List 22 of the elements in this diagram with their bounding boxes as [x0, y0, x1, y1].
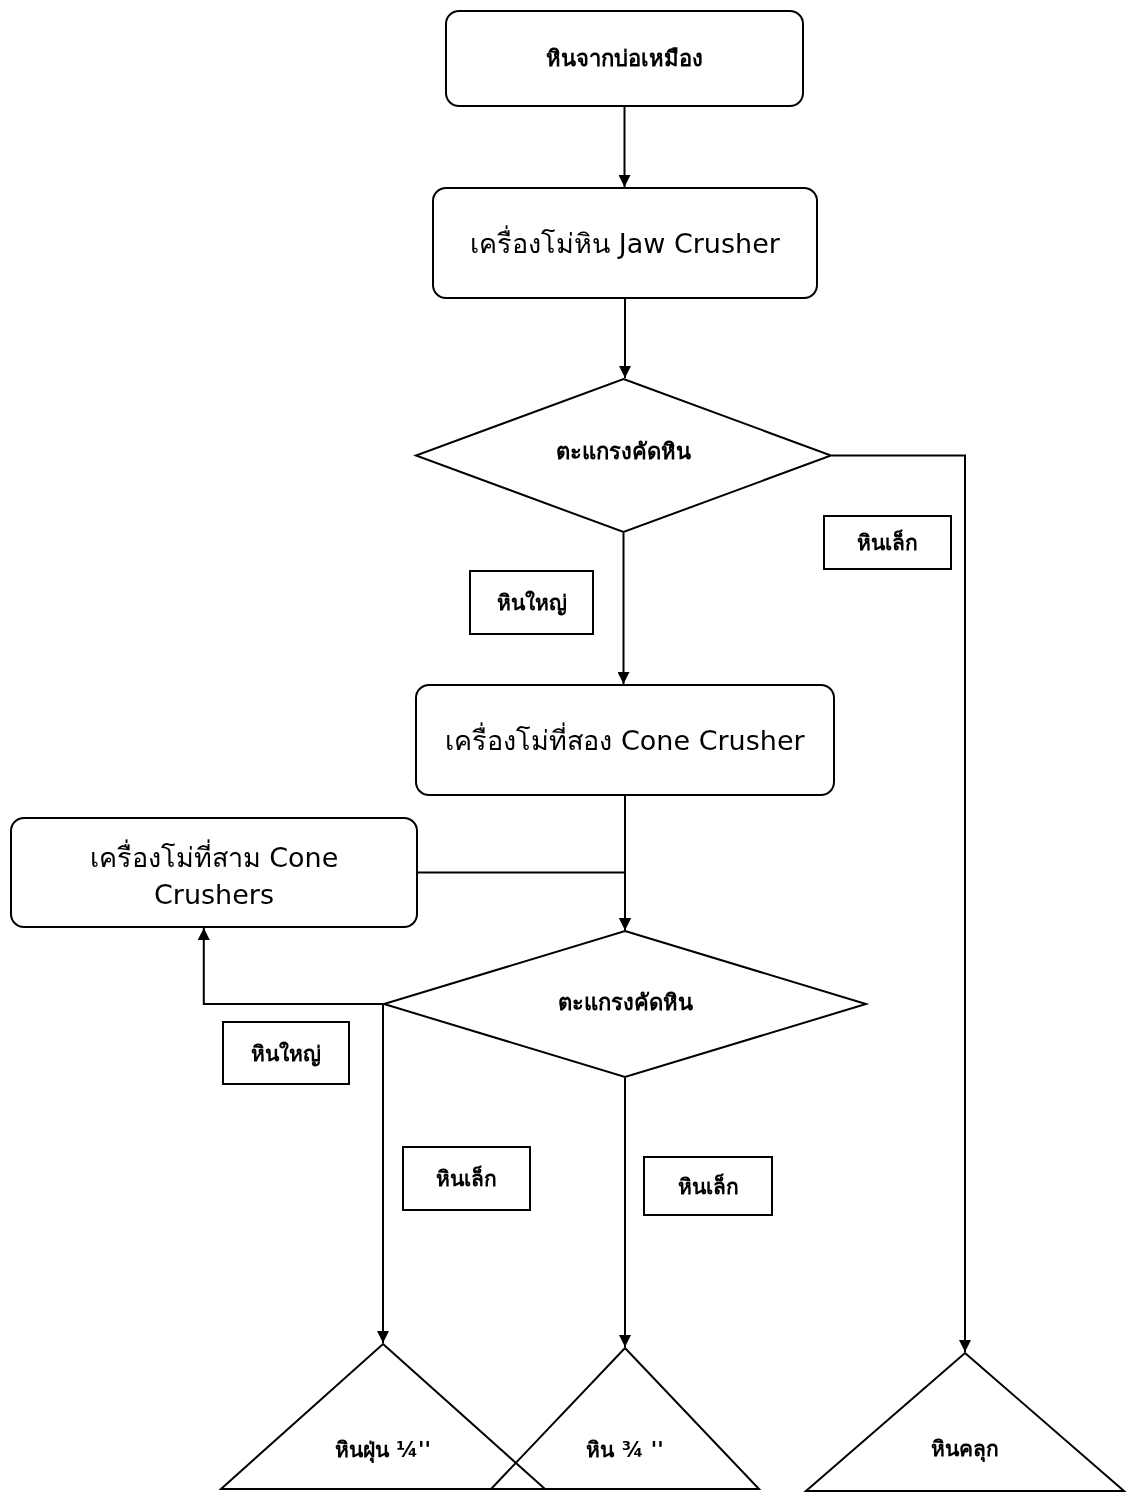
arrow [618, 106, 631, 188]
process-box: เครื่องโม่ที่สาม Cone Crushers [10, 817, 418, 928]
arrow [377, 1003, 389, 1344]
edge-label: หินใหญ่ [469, 570, 594, 635]
edge-label: หินเล็ก [643, 1156, 773, 1216]
arrow [197, 927, 384, 1005]
stockpile-triangle: หินคลุก [805, 1352, 1125, 1492]
edge-label: หินใหญ่ [222, 1021, 350, 1085]
edge-label: หินเล็ก [402, 1146, 531, 1211]
stockpile-triangle: หิน ¾ '' [490, 1347, 760, 1490]
decision-diamond: ตะแกรงคัดหิน [415, 378, 832, 533]
stockpile-triangle: หินฝุ่น ¼'' [220, 1343, 546, 1490]
arrow [617, 532, 630, 685]
process-box: เครื่องโม่ที่สอง Cone Crusher [415, 684, 835, 796]
arrow [619, 298, 631, 379]
arrow [831, 454, 971, 1353]
edge-label: หินเล็ก [823, 515, 952, 570]
arrow [417, 871, 631, 931]
decision-diamond: ตะแกรงคัดหิน [383, 930, 867, 1078]
process-box: หินจากบ่อเหมือง [445, 10, 804, 107]
arrow [619, 1077, 631, 1348]
process-box: เครื่องโม่หิน Jaw Crusher [432, 187, 818, 299]
